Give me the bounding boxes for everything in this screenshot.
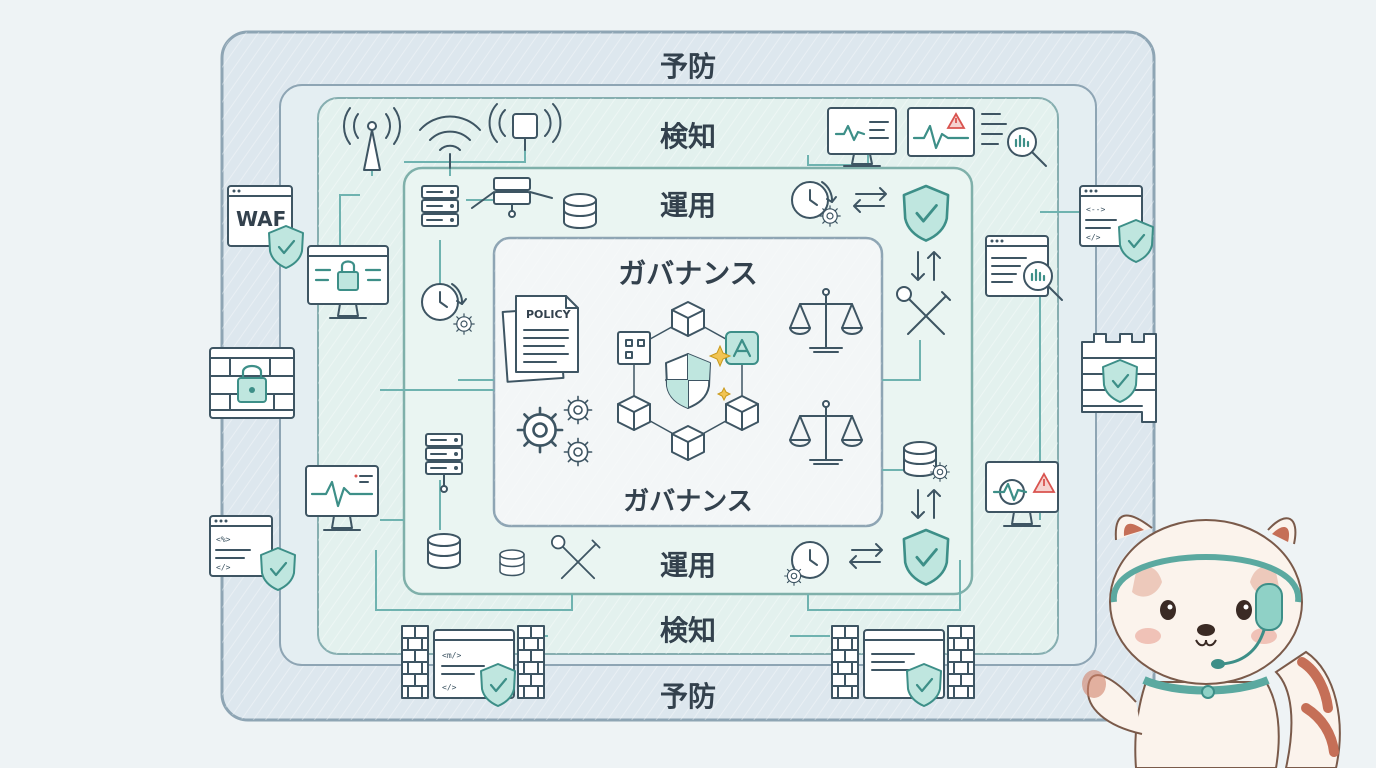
- database-icon-top: [563, 193, 597, 229]
- locked-monitor-icon: [307, 245, 389, 319]
- clock-gear-icon-bottom: [784, 541, 829, 586]
- server-icon-left: [425, 433, 463, 493]
- heartbeat-monitor-icon-top: [827, 107, 897, 167]
- red-panda-mascot: [1082, 514, 1341, 768]
- svg-text:<%>: <%>: [216, 535, 231, 544]
- network-switch-icon: [471, 177, 553, 218]
- svg-text:</>: </>: [442, 683, 457, 692]
- label-operations-bottom: 運用: [660, 549, 716, 582]
- wall-code-shield-icon-right: [831, 625, 975, 708]
- database-icon-bottom-left: [427, 533, 461, 569]
- vertical-arrows-icon-bottom: [911, 489, 941, 519]
- database-icon-bottom: [499, 549, 525, 577]
- wifi-antenna-icon: [419, 115, 481, 169]
- alert-monitor-icon-top: [907, 107, 975, 157]
- log-search-icon-top: [981, 113, 1048, 168]
- connector-lines: [339, 145, 1080, 637]
- log-search-icon-right: [985, 235, 1064, 302]
- castle-wall-shield-icon: [1081, 333, 1157, 423]
- code-shield-icon-left: <%> </>: [209, 515, 297, 592]
- exchange-arrows-icon-bottom: [849, 543, 883, 569]
- label-operations-top: 運用: [660, 189, 716, 222]
- policy-label: POLICY: [526, 308, 572, 321]
- central-shield-icon: [665, 353, 711, 409]
- waf-icon: WAF: [227, 185, 305, 270]
- label-prevention-bottom: 予防: [660, 680, 716, 713]
- label-detection-bottom: 検知: [660, 614, 716, 647]
- code-shield-icon-right: <--> </>: [1079, 185, 1155, 264]
- svg-text:<m/>: <m/>: [442, 651, 461, 660]
- wall-code-shield-icon-left: <m/> </>: [401, 625, 545, 708]
- hexagon-network: [617, 301, 759, 461]
- label-prevention-top: 予防: [660, 50, 716, 83]
- heartbeat-monitor-icon-left: [305, 465, 379, 531]
- label-governance-bottom: ガバナンス: [623, 487, 752, 517]
- radio-tower-icon: [343, 107, 401, 171]
- label-detection-top: 検知: [660, 120, 716, 153]
- sensor-icon: [488, 103, 562, 151]
- waf-label: WAF: [236, 207, 286, 231]
- code-tag-label: </>: [216, 563, 231, 572]
- code-arrow-label: <-->: [1086, 205, 1105, 214]
- alert-monitor-icon-right: [985, 461, 1059, 527]
- svg-text:</>: </>: [1086, 233, 1101, 242]
- vertical-arrows-icon-top: [911, 251, 941, 281]
- exchange-arrows-icon-top: [853, 187, 887, 213]
- firewall-lock-icon: [209, 347, 295, 419]
- label-governance-top: ガバナンス: [618, 257, 757, 290]
- policy-document-icon: POLICY: [501, 295, 579, 383]
- server-icon-top: [421, 185, 459, 227]
